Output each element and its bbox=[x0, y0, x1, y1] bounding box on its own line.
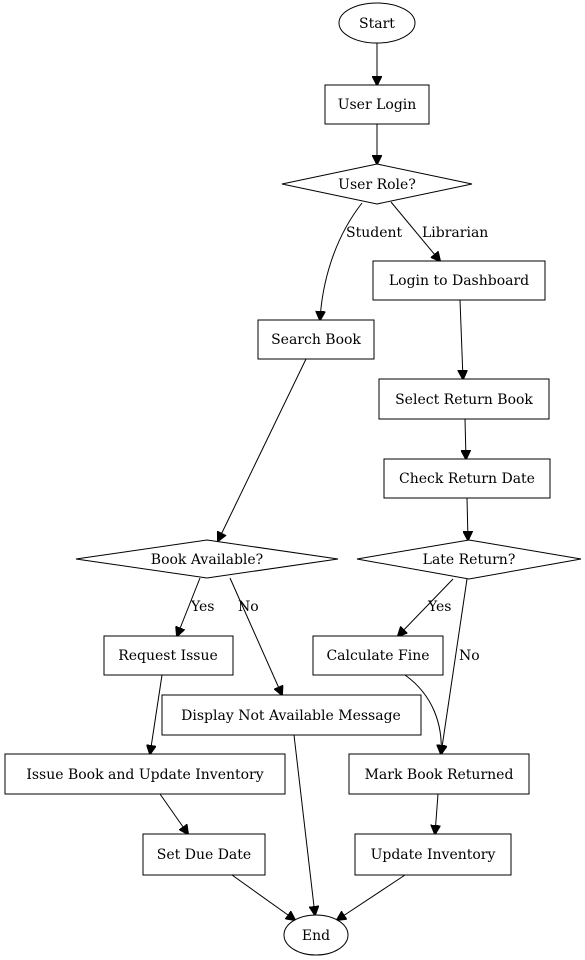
node-issue-book: Issue Book and Update Inventory bbox=[4, 753, 286, 795]
edge-late-yes-to-fine bbox=[398, 578, 454, 636]
edge-label-available-yes: Yes bbox=[190, 599, 215, 615]
node-user-login: User Login bbox=[324, 84, 430, 125]
node-label-start: Start bbox=[359, 16, 395, 32]
edge-select-to-check bbox=[465, 418, 466, 459]
edge-labels: Student Librarian Yes No Yes No bbox=[190, 225, 488, 664]
process-box bbox=[312, 635, 444, 676]
node-user-role: User Role? bbox=[281, 163, 473, 205]
process-box bbox=[257, 319, 375, 360]
node-label-request-issue: Request Issue bbox=[118, 648, 218, 664]
node-label-search-book: Search Book bbox=[271, 332, 361, 348]
process-box bbox=[161, 694, 422, 736]
edge-label-student: Student bbox=[346, 225, 402, 241]
process-box bbox=[354, 833, 512, 876]
node-label-update-inventory: Update Inventory bbox=[371, 847, 496, 863]
edge-label-late-no: No bbox=[459, 648, 480, 664]
edge-update-to-end bbox=[337, 874, 406, 920]
node-label-select-return: Select Return Book bbox=[395, 392, 533, 408]
edge-label-available-no: No bbox=[238, 599, 259, 615]
edge-label-librarian: Librarian bbox=[422, 225, 488, 241]
terminal-ellipse bbox=[338, 2, 416, 44]
edge-fine-to-mark bbox=[404, 674, 441, 754]
node-label-set-due-date: Set Due Date bbox=[157, 847, 251, 863]
node-search-book: Search Book bbox=[257, 319, 375, 360]
node-label-late-return: Late Return? bbox=[423, 552, 516, 568]
process-box bbox=[378, 378, 550, 420]
edge-due-to-end bbox=[231, 874, 295, 920]
node-late-return: Late Return? bbox=[356, 539, 582, 580]
edge-search-to-available bbox=[218, 358, 307, 541]
edge-available-yes-to-request bbox=[177, 577, 201, 636]
node-label-user-login: User Login bbox=[338, 97, 417, 113]
edge-label-late-yes: Yes bbox=[427, 599, 452, 615]
node-label-book-available: Book Available? bbox=[151, 552, 263, 568]
edge-request-to-issue bbox=[150, 674, 163, 754]
process-box bbox=[348, 753, 530, 795]
node-update-inventory: Update Inventory bbox=[354, 833, 512, 876]
decision-diamond bbox=[281, 163, 473, 205]
node-label-calculate-fine: Calculate Fine bbox=[326, 648, 429, 664]
terminal-ellipse bbox=[283, 914, 349, 956]
node-end: End bbox=[283, 914, 349, 956]
process-box bbox=[383, 458, 551, 499]
node-set-due-date: Set Due Date bbox=[142, 833, 266, 876]
node-mark-returned: Mark Book Returned bbox=[348, 753, 530, 795]
edge-late-no-to-mark bbox=[441, 578, 468, 754]
edge-dashboard-to-select bbox=[460, 299, 463, 379]
edge-role-to-dashboard bbox=[390, 201, 440, 261]
process-box bbox=[324, 84, 430, 125]
node-display-not-available: Display Not Available Message bbox=[161, 694, 422, 736]
edge-role-to-search bbox=[320, 202, 363, 320]
node-label-user-role: User Role? bbox=[338, 177, 416, 193]
node-login-dashboard: Login to Dashboard bbox=[372, 260, 546, 301]
node-label-end: End bbox=[302, 928, 330, 944]
decision-diamond bbox=[356, 539, 582, 580]
decision-diamond bbox=[75, 539, 339, 579]
node-label-display-not-available: Display Not Available Message bbox=[181, 708, 401, 724]
node-request-issue: Request Issue bbox=[103, 635, 234, 676]
node-book-available: Book Available? bbox=[75, 539, 339, 579]
edge-mark-to-update bbox=[435, 793, 438, 834]
node-select-return: Select Return Book bbox=[378, 378, 550, 420]
node-label-mark-returned: Mark Book Returned bbox=[365, 767, 514, 783]
node-label-issue-book: Issue Book and Update Inventory bbox=[26, 767, 263, 783]
edges bbox=[150, 43, 468, 920]
edge-check-to-late bbox=[467, 497, 468, 540]
edge-issue-to-due bbox=[159, 793, 188, 834]
node-start: Start bbox=[338, 2, 416, 44]
node-check-return-date: Check Return Date bbox=[383, 458, 551, 499]
edge-display-to-end bbox=[293, 734, 315, 915]
node-calculate-fine: Calculate Fine bbox=[312, 635, 444, 676]
process-box bbox=[4, 753, 286, 795]
edge-available-no-to-display bbox=[229, 577, 282, 695]
process-box bbox=[142, 833, 266, 876]
process-box bbox=[372, 260, 546, 301]
node-label-login-dashboard: Login to Dashboard bbox=[389, 273, 529, 289]
node-label-check-return-date: Check Return Date bbox=[399, 471, 535, 487]
process-box bbox=[103, 635, 234, 676]
